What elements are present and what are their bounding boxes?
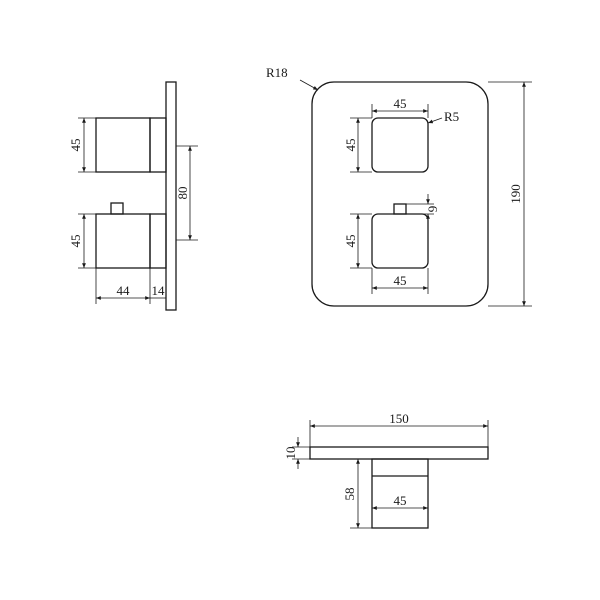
side-dim-knob-top-height: 45 [68, 139, 83, 152]
front-dim-knob-bottom-width: 45 [394, 273, 407, 288]
front-dim-knob-bottom-height: 45 [343, 235, 358, 248]
top-plate [309, 446, 489, 460]
side-indicator [110, 202, 124, 215]
side-plate [165, 81, 177, 311]
side-dim-plate-thickness: 14 [152, 283, 166, 298]
front-dim-corner-radius: R18 [266, 65, 288, 80]
front-knob-bottom [371, 213, 429, 269]
front-dim-knob-top-width: 45 [394, 96, 407, 111]
front-knob-top [371, 117, 429, 173]
front-dim-overall-height: 190 [508, 184, 523, 204]
front-plate [311, 81, 489, 307]
front-indicator [393, 203, 407, 215]
front-view: R18 45 R5 45 45 45 9 190 [266, 65, 532, 307]
front-dim-indicator-height: 9 [425, 206, 440, 213]
side-knob-top [95, 117, 151, 173]
top-dim-knob-projection: 58 [342, 488, 357, 501]
front-dim-knob-top-height: 45 [343, 139, 358, 152]
side-knob-top-stem [149, 117, 167, 173]
side-knob-bottom-stem [149, 213, 167, 269]
top-view: 150 10 58 45 [283, 411, 489, 529]
side-dim-centre-spacing: 80 [175, 187, 190, 200]
front-dim-knob-corner-radius: R5 [444, 109, 459, 124]
top-dim-plate-width: 150 [389, 411, 409, 426]
side-knob-bottom [95, 213, 151, 269]
side-dim-knob-depth: 44 [117, 283, 131, 298]
side-dim-knob-bottom-height: 45 [68, 235, 83, 248]
top-dim-knob-width: 45 [394, 493, 407, 508]
side-view: 45 45 80 44 14 [68, 81, 198, 311]
top-dim-plate-thickness: 10 [283, 447, 298, 460]
top-knob [371, 458, 429, 529]
